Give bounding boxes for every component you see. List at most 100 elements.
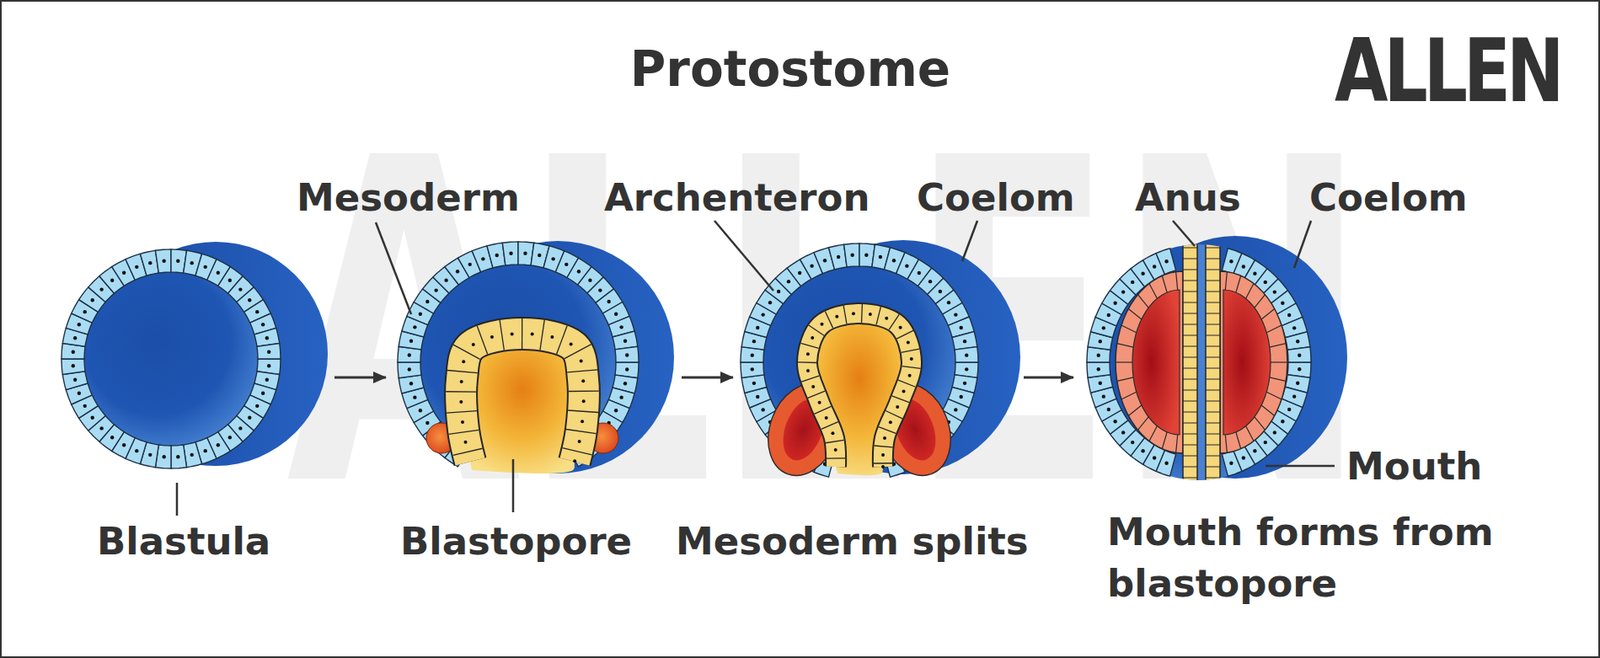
cell-nucleus <box>1164 461 1168 466</box>
cell-nucleus <box>407 353 412 357</box>
cell-nucleus <box>581 379 585 383</box>
cell-nucleus <box>1121 430 1125 434</box>
cell-nucleus <box>902 389 906 393</box>
cell-nucleus <box>750 367 755 371</box>
cell-nucleus <box>760 407 765 412</box>
embryo-stage: Blastopore <box>385 227 682 528</box>
cell-nucleus <box>73 378 77 382</box>
endoderm-cell-wall <box>878 427 897 434</box>
cell-nucleus <box>1287 313 1291 317</box>
cell-nucleus <box>481 256 485 261</box>
cell-nucleus <box>1280 301 1285 306</box>
endoderm-cell-wall <box>1205 301 1221 303</box>
endoderm-cell-wall <box>801 375 819 382</box>
cell-nucleus <box>1140 449 1145 453</box>
embryo-stage: Blastula <box>58 227 335 528</box>
cell-nucleus <box>768 300 772 305</box>
cell-nucleus <box>836 255 841 259</box>
cell-nucleus <box>1292 326 1296 330</box>
endoderm-cell-wall <box>1182 411 1198 413</box>
cell-nucleus <box>73 336 77 340</box>
endoderm-layer <box>460 333 584 462</box>
cell-nucleus <box>267 349 271 354</box>
cell-nucleus <box>1252 449 1257 453</box>
cell-nucleus <box>1273 430 1277 434</box>
endoderm-cell-wall <box>813 406 831 414</box>
cell-nucleus <box>904 263 909 268</box>
cell-nucleus <box>495 253 499 257</box>
cell-nucleus <box>810 336 814 340</box>
cell-nucleus <box>122 443 126 447</box>
cell-nucleus <box>216 271 220 275</box>
cell-nucleus <box>261 322 265 327</box>
cell-nucleus <box>134 265 139 269</box>
cell-nucleus <box>461 359 466 364</box>
cell-nucleus <box>255 404 259 408</box>
cell-nucleus <box>409 339 413 343</box>
stage-caption: Blastopore <box>400 515 632 568</box>
cell-nucleus <box>1287 407 1291 412</box>
endoderm-cell-wall <box>1205 433 1221 434</box>
cell-nucleus <box>238 426 242 430</box>
endoderm-cell-wall <box>888 314 899 330</box>
endoderm-cell-wall <box>1205 257 1221 259</box>
cell-nucleus <box>83 404 87 408</box>
cell-nucleus <box>1140 272 1145 276</box>
endoderm-cell-wall <box>476 326 487 355</box>
mesoderm-cell-wall <box>1269 343 1287 348</box>
cell-nucleus <box>623 381 627 386</box>
mesoderm-cell-wall <box>1128 405 1142 417</box>
mesoderm-cell-wall <box>1253 416 1265 430</box>
endoderm-cell-wall <box>567 410 599 413</box>
cell-nucleus <box>203 449 208 453</box>
stage-caption: Mouth forms from blastopore <box>1107 506 1512 610</box>
endoderm-cell-wall <box>1182 268 1198 270</box>
endoderm-cell-wall <box>1182 246 1198 248</box>
cell-nucleus <box>582 399 586 403</box>
cell-nucleus <box>161 259 166 263</box>
cell-nucleus <box>823 258 827 263</box>
endoderm-cell-wall <box>1182 465 1198 467</box>
endoderm-cell-wall <box>453 448 483 455</box>
endoderm-cell-wall <box>1205 334 1221 336</box>
cell-nucleus <box>216 443 220 447</box>
cell-nucleus <box>818 401 822 405</box>
cell-nucleus <box>261 391 265 396</box>
endoderm-cell-wall <box>861 304 863 323</box>
cell-nucleus <box>580 419 584 423</box>
mesoderm-cell-wall <box>1149 283 1158 300</box>
cell-nucleus <box>752 381 756 386</box>
endoderm-cell-wall <box>1182 378 1198 380</box>
ectoderm-cell <box>502 241 519 266</box>
endoderm-cell-wall <box>873 462 893 465</box>
cell-nucleus <box>247 416 252 420</box>
cell-nucleus <box>1241 264 1246 268</box>
cell-nucleus <box>1263 280 1268 284</box>
cell-nucleus <box>625 367 629 371</box>
cell-nucleus <box>1098 380 1103 385</box>
cell-nucleus <box>1292 394 1296 398</box>
endoderm-cell-wall <box>1205 454 1221 456</box>
endoderm-layer <box>807 313 912 467</box>
cell-nucleus <box>1297 367 1301 371</box>
mesoderm-cell-wall <box>1253 294 1265 309</box>
cell-nucleus <box>412 395 417 399</box>
cell-nucleus <box>267 363 271 368</box>
cell-nucleus <box>468 262 472 267</box>
part-label: Coelom <box>1309 178 1468 217</box>
cell-nucleus <box>433 288 438 292</box>
endoderm-cell-wall <box>499 320 504 351</box>
cell-nucleus <box>834 448 838 452</box>
cell-nucleus <box>776 289 781 294</box>
endoderm-cell-wall <box>826 457 846 460</box>
cell-nucleus <box>148 453 152 457</box>
cell-nucleus <box>614 408 618 413</box>
endoderm-cell-wall <box>825 439 845 443</box>
mesoderm-cell-wall <box>1137 294 1149 309</box>
cell-nucleus <box>418 312 423 316</box>
cell-nucleus <box>868 312 873 316</box>
endoderm-cell-wall <box>540 320 545 351</box>
cell-nucleus <box>623 339 627 343</box>
cell-nucleus <box>878 255 883 259</box>
cell-layer <box>61 249 281 469</box>
